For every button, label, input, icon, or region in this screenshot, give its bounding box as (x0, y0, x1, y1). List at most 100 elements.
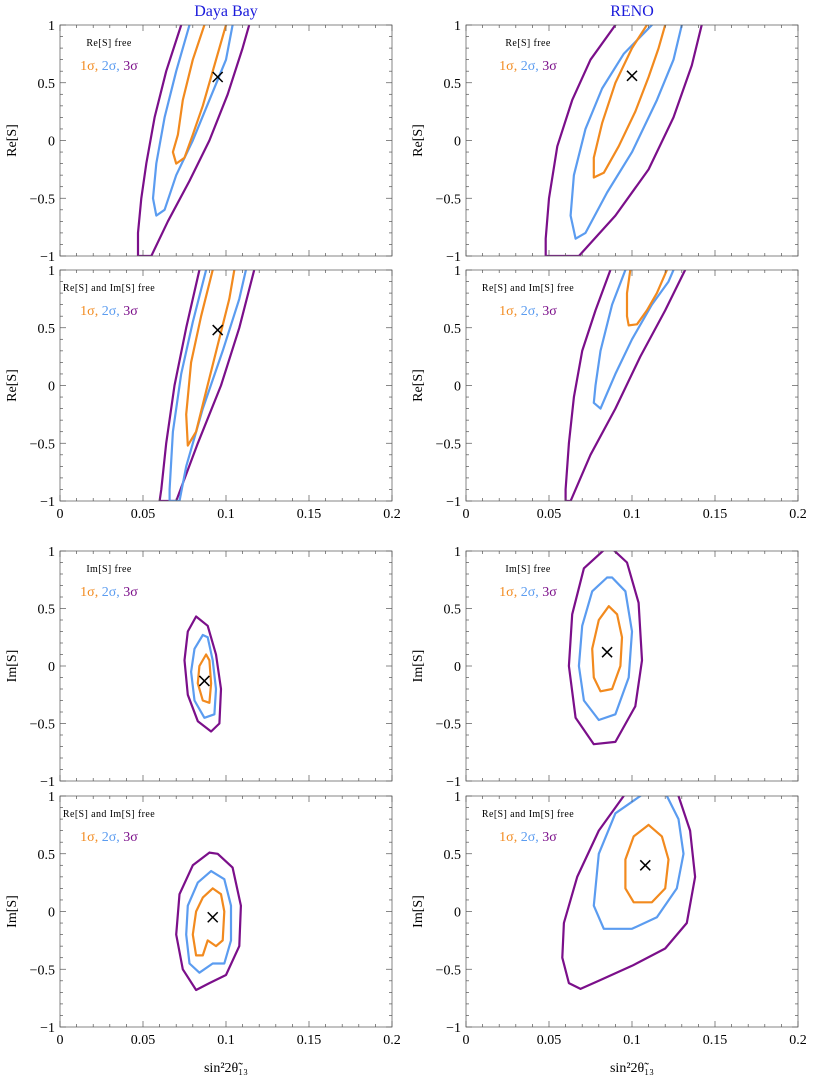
y-tick-label: 0.5 (444, 848, 462, 863)
y-tick-label: 0 (454, 380, 461, 395)
best-fit-stroke-b (207, 911, 219, 923)
sigma-legend-item: 3σ (542, 304, 557, 319)
sigma-legend: 1σ, 2σ, 3σ (80, 585, 138, 600)
y-tick-label: −1 (40, 495, 55, 510)
y-tick-label: 1 (454, 545, 461, 560)
sigma-legend-item: 3σ (123, 59, 138, 74)
sigma-legend-item: 3σ (123, 830, 138, 845)
sigma-legend-item: 1σ (80, 585, 95, 600)
y-tick-label: 0.5 (444, 603, 462, 618)
contour-1sigma (185, 270, 236, 447)
sigma-legend-separator: , (95, 304, 102, 319)
panel-label: Re[S] and Im[S] free (482, 283, 574, 294)
sigma-legend-item: 1σ (80, 830, 95, 845)
y-tick-label: 0 (454, 135, 461, 150)
y-axis-title: Re[S] (5, 369, 20, 402)
best-fit-marker (212, 324, 224, 336)
y-tick-label: 0 (454, 660, 461, 675)
x-tick-label: 0.15 (297, 1033, 322, 1048)
best-fit-marker (601, 646, 613, 658)
contour-2sigma (592, 796, 685, 930)
contour-3sigma (544, 25, 703, 256)
sigma-legend-separator: , (95, 59, 102, 74)
y-axis-title: Re[S] (411, 124, 426, 157)
contour-3sigma (183, 615, 223, 733)
y-tick-label: 0.5 (38, 848, 56, 863)
contour-3sigma (564, 270, 687, 501)
y-tick-label: −1 (40, 1021, 55, 1036)
y-tick-label: −1 (40, 775, 55, 790)
x-tick-label: 0 (463, 1033, 470, 1048)
sigma-legend-separator: , (116, 59, 123, 74)
sigma-legend-item: 2σ (521, 585, 536, 600)
contour-3sigma (567, 551, 644, 746)
x-axis-title-right: sin²2θ̃₁₃ (610, 1061, 654, 1076)
y-tick-label: −1 (446, 495, 461, 510)
x-tick-label: 0.05 (537, 507, 562, 522)
contour-group (561, 796, 697, 991)
sigma-legend: 1σ, 2σ, 3σ (499, 585, 557, 600)
x-tick-label: 0.15 (703, 1033, 728, 1048)
x-tick-label: 0.2 (383, 507, 401, 522)
contour-1sigma (591, 605, 624, 693)
column-title-reno: RENO (610, 3, 654, 20)
x-tick-label: 0.05 (537, 1033, 562, 1048)
x-tick-label: 0.1 (217, 507, 235, 522)
sigma-legend-item: 2σ (521, 304, 536, 319)
y-tick-label: 0.5 (444, 322, 462, 337)
best-fit-marker (626, 70, 638, 82)
y-tick-label: 1 (48, 264, 55, 279)
contour-1sigma (624, 823, 670, 904)
contour-3sigma (158, 270, 256, 501)
best-fit-stroke-b (601, 646, 613, 658)
x-tick-label: 0 (57, 507, 64, 522)
y-axis-title: Im[S] (411, 895, 426, 928)
sigma-legend-item: 2σ (521, 59, 536, 74)
sigma-legend-item: 3σ (542, 830, 557, 845)
contour-2sigma (592, 270, 675, 410)
sigma-legend: 1σ, 2σ, 3σ (80, 304, 138, 319)
y-axis-title: Im[S] (5, 650, 20, 683)
y-tick-label: −0.5 (30, 963, 55, 978)
contour-group (544, 25, 703, 256)
x-tick-label: 0.2 (789, 507, 807, 522)
sigma-legend: 1σ, 2σ, 3σ (80, 59, 138, 74)
x-tick-label: 0.2 (789, 1033, 807, 1048)
sigma-legend-item: 3σ (542, 59, 557, 74)
y-tick-label: 0 (48, 380, 55, 395)
contour-3sigma (175, 851, 242, 992)
sigma-legend-separator: , (535, 304, 542, 319)
sigma-legend-separator: , (95, 585, 102, 600)
y-tick-label: 1 (454, 19, 461, 34)
x-tick-label: 0.05 (131, 507, 156, 522)
sigma-legend-separator: , (514, 59, 521, 74)
y-axis-title: Im[S] (5, 895, 20, 928)
sigma-legend-separator: , (535, 830, 542, 845)
sigma-legend-item: 2σ (102, 304, 117, 319)
panel-label: Re[S] and Im[S] free (63, 809, 155, 820)
contour-2sigma (190, 633, 218, 719)
sigma-legend-separator: , (95, 830, 102, 845)
contour-group (158, 270, 256, 501)
y-tick-label: 0.5 (38, 322, 56, 337)
sigma-legend-item: 3σ (123, 585, 138, 600)
y-tick-label: 0.5 (444, 77, 462, 92)
sigma-legend-item: 1σ (499, 59, 514, 74)
sigma-legend-item: 2σ (521, 830, 536, 845)
y-tick-label: 0 (454, 906, 461, 921)
y-axis-title: Re[S] (5, 124, 20, 157)
sigma-legend-separator: , (116, 304, 123, 319)
best-fit-marker (207, 911, 219, 923)
y-tick-label: 1 (454, 264, 461, 279)
sigma-legend-item: 3σ (123, 304, 138, 319)
contour-1sigma (171, 25, 228, 165)
y-tick-label: 0.5 (38, 77, 56, 92)
best-fit-stroke-b (626, 70, 638, 82)
sigma-legend-item: 1σ (499, 585, 514, 600)
